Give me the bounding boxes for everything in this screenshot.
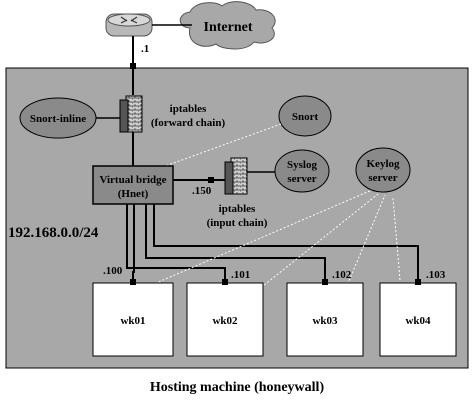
router-icon	[105, 13, 153, 37]
host-list: .100 wk01 .101 wk02 .102 wk03 .103 wk04	[92, 265, 457, 357]
firewall-icon	[224, 157, 248, 195]
diagram-caption: Hosting machine (honeywall)	[149, 380, 325, 395]
syslog-ip-label: .150	[192, 185, 212, 197]
host-ip: .100	[103, 265, 123, 277]
host-bus	[126, 204, 419, 283]
host-name: wk01	[120, 315, 145, 327]
syslog-label-2: server	[287, 173, 316, 185]
iptables-forward-label-1: iptables	[170, 103, 207, 115]
internet-cloud: Internet	[179, 1, 276, 50]
router-port	[130, 63, 136, 69]
host-node: .100 wk01	[92, 265, 174, 357]
subnet-label: 192.168.0.0/24	[8, 225, 99, 241]
host-ip: .103	[426, 269, 446, 281]
host-node: .101 wk02	[186, 269, 264, 357]
iptables-forward-label-2: (forward chain)	[151, 117, 226, 129]
keylog-server-node	[355, 147, 411, 193]
host-node: .103 wk04	[379, 269, 457, 357]
host-ip: .102	[332, 269, 352, 281]
router-ip-label: .1	[141, 43, 149, 55]
host-ip: .101	[231, 269, 250, 281]
virtual-bridge-node	[92, 165, 174, 205]
snort-monitor-link	[159, 123, 282, 169]
syslog-label-1: Syslog	[287, 159, 317, 171]
keylog-report-links	[132, 189, 401, 294]
snort-node	[278, 95, 332, 137]
host-name: wk03	[312, 315, 338, 327]
bridge-port	[208, 177, 214, 183]
snort-label: Snort	[292, 111, 319, 123]
firewall-icon	[119, 95, 143, 133]
syslog-server-node	[274, 149, 330, 193]
iptables-input-label-1: iptables	[219, 203, 256, 215]
internet-label: Internet	[204, 20, 253, 35]
host-name: wk04	[405, 315, 431, 327]
keylog-label-2: server	[368, 172, 397, 184]
keylog-label-1: Keylog	[367, 158, 400, 170]
bridge-label-2: (Hnet)	[118, 188, 149, 200]
host-name: wk02	[212, 315, 238, 327]
host-node: .102 wk03	[286, 269, 364, 357]
snort-inline-label: Snort-inline	[30, 113, 86, 125]
iptables-input-label-2: (input chain)	[207, 217, 268, 229]
bridge-label-1: Virtual bridge	[99, 174, 166, 186]
